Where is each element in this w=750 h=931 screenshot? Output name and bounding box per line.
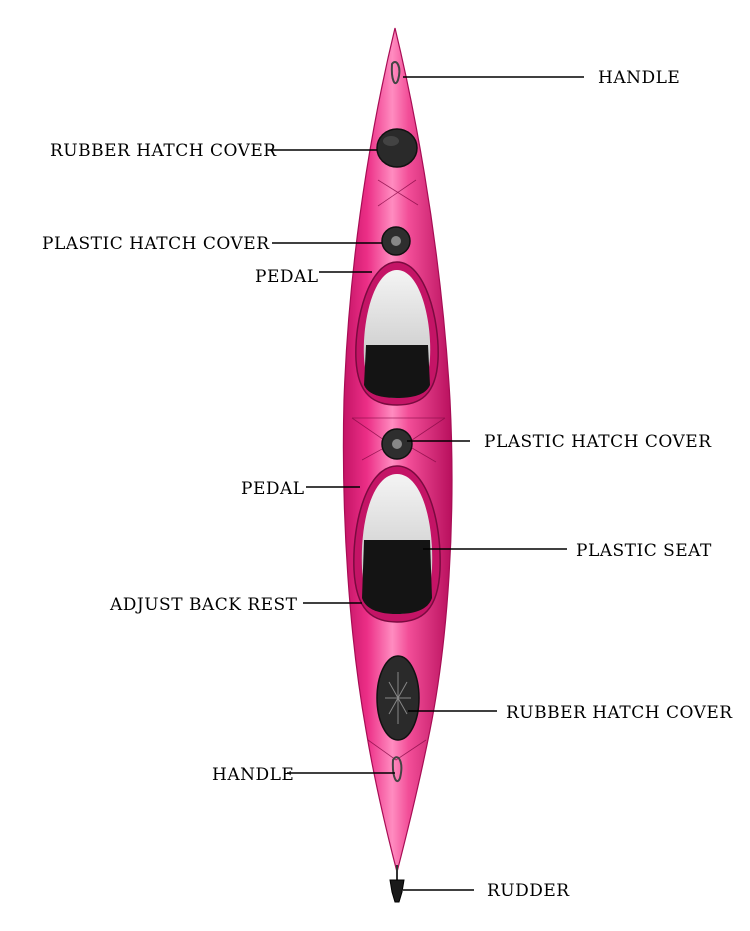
label-rubber-hatch-cover-front: RUBBER HATCH COVER <box>50 141 277 161</box>
hatch-star-icon <box>385 672 411 724</box>
front-seat <box>364 345 430 398</box>
label-plastic-hatch-cover-middle: PLASTIC HATCH COVER <box>484 432 712 452</box>
label-pedal-front: PEDAL <box>255 267 319 287</box>
label-plastic-seat: PLASTIC SEAT <box>576 541 712 561</box>
label-plastic-hatch-cover-front: PLASTIC HATCH COVER <box>42 234 270 254</box>
leader-lines <box>268 76 584 891</box>
front-handle <box>390 61 401 85</box>
deck-rigging <box>351 179 446 761</box>
label-handle-rear: HANDLE <box>212 765 294 785</box>
label-rudder: RUDDER <box>487 881 570 901</box>
label-rubber-hatch-cover-rear: RUBBER HATCH COVER <box>506 703 733 723</box>
rudder <box>389 879 405 903</box>
label-adjust-back-rest: ADJUST BACK REST <box>109 595 298 615</box>
front-rubber-hatch-cover <box>376 128 418 168</box>
rear-seat <box>362 540 432 614</box>
label-handle-front: HANDLE <box>598 68 680 88</box>
label-pedal-rear: PEDAL <box>241 479 305 499</box>
